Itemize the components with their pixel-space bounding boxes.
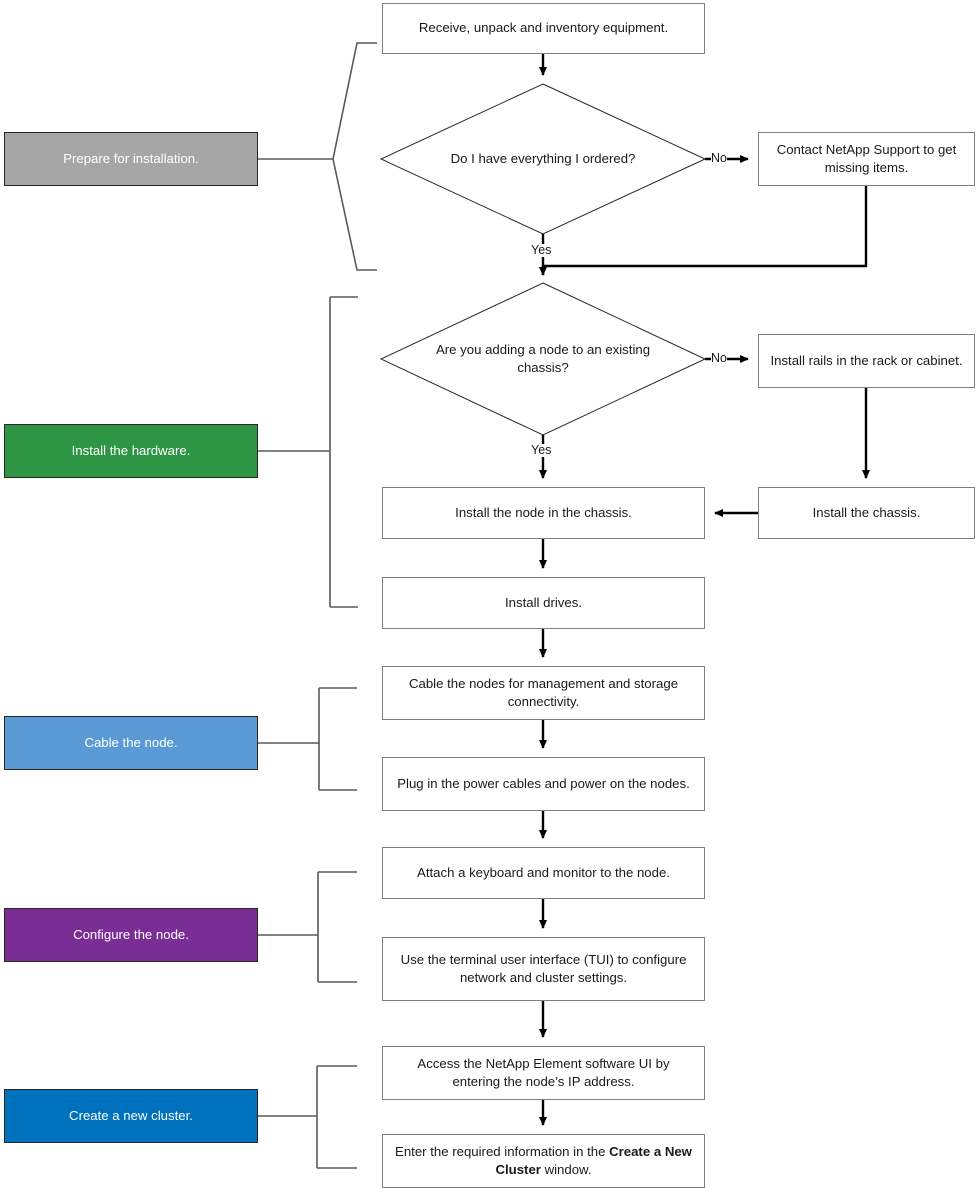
step-box-contact-support[interactable]: Contact NetApp Support to get missing it… xyxy=(758,132,975,186)
phase-label-configure-node: Configure the node. xyxy=(73,927,189,943)
bracket-install-hardware xyxy=(258,296,358,608)
step-label-create-cluster-window: Enter the required information in the Cr… xyxy=(395,1143,692,1177)
step-label-use-tui: Use the terminal user interface (TUI) to… xyxy=(400,951,687,985)
decision-everything-ordered-shape xyxy=(379,83,707,235)
phase-label-install-hardware: Install the hardware. xyxy=(71,443,191,459)
step-label-plug-power: Plug in the power cables and power on th… xyxy=(397,775,690,791)
step-label-install-chassis: Install the chassis. xyxy=(812,504,921,520)
step-label-install-drives: Install drives. xyxy=(505,594,582,610)
step-box-receive[interactable]: Receive, unpack and inventory equipment. xyxy=(382,3,705,54)
bracket-prepare xyxy=(258,42,377,271)
bracket-create-cluster xyxy=(258,1065,357,1169)
step-box-access-ui[interactable]: Access the NetApp Element software UI by… xyxy=(382,1046,705,1100)
phase-label-cable-node: Cable the node. xyxy=(84,735,178,751)
step-box-install-drives[interactable]: Install drives. xyxy=(382,577,705,629)
step-box-plug-power[interactable]: Plug in the power cables and power on th… xyxy=(382,757,705,811)
phase-box-cable-node[interactable]: Cable the node. xyxy=(4,716,258,770)
bracket-cable-node xyxy=(258,687,357,791)
step-box-create-cluster-window[interactable]: Enter the required information in the Cr… xyxy=(382,1134,705,1188)
edge-label-yes-decision1: Yes xyxy=(531,243,552,257)
phase-box-install-hardware[interactable]: Install the hardware. xyxy=(4,424,258,478)
phase-label-create-cluster: Create a new cluster. xyxy=(69,1108,193,1124)
step-box-install-rails[interactable]: Install rails in the rack or cabinet. xyxy=(758,334,975,388)
bracket-configure-node xyxy=(258,871,357,983)
edge-label-yes-decision2: Yes xyxy=(531,443,552,457)
step-label-receive: Receive, unpack and inventory equipment. xyxy=(418,20,669,36)
step-box-use-tui[interactable]: Use the terminal user interface (TUI) to… xyxy=(382,937,705,1001)
edge-label-no-decision2: No xyxy=(711,351,727,365)
step-box-install-node[interactable]: Install the node in the chassis. xyxy=(382,487,705,539)
phase-box-prepare[interactable]: Prepare for installation. xyxy=(4,132,258,186)
step-box-cable-nodes[interactable]: Cable the nodes for management and stora… xyxy=(382,666,705,720)
step-label-contact-support: Contact NetApp Support to get missing it… xyxy=(776,141,957,175)
step-label-install-rails: Install rails in the rack or cabinet. xyxy=(770,352,963,368)
step-label-install-node: Install the node in the chassis. xyxy=(455,504,632,520)
step-label-access-ui: Access the NetApp Element software UI by… xyxy=(417,1055,670,1089)
step-label-attach-keyboard: Attach a keyboard and monitor to the nod… xyxy=(417,864,670,880)
step-box-install-chassis[interactable]: Install the chassis. xyxy=(758,487,975,539)
phase-box-create-cluster[interactable]: Create a new cluster. xyxy=(4,1089,258,1143)
step-box-attach-keyboard[interactable]: Attach a keyboard and monitor to the nod… xyxy=(382,847,705,899)
phase-label-prepare: Prepare for installation. xyxy=(63,151,199,167)
edge-label-no-decision1: No xyxy=(711,151,727,165)
step-label-cable-nodes: Cable the nodes for management and stora… xyxy=(408,675,679,709)
decision-adding-node-shape xyxy=(379,282,707,436)
phase-box-configure-node[interactable]: Configure the node. xyxy=(4,908,258,962)
